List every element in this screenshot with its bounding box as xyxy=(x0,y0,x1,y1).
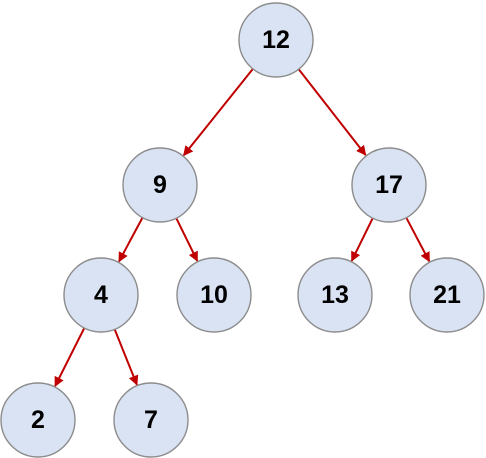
edges xyxy=(54,68,431,387)
edge-n12-to-n17 xyxy=(297,68,367,156)
tree-node-17: 17 xyxy=(351,147,427,223)
node-label: 21 xyxy=(433,281,461,309)
tree-node-4: 4 xyxy=(63,257,139,333)
edge-n4-to-n7 xyxy=(113,329,139,386)
edge-n9-to-n10 xyxy=(175,217,199,262)
node-circle xyxy=(409,257,485,333)
node-circle xyxy=(63,257,139,333)
node-label: 7 xyxy=(144,406,158,434)
tree-node-21: 21 xyxy=(409,257,485,333)
node-circle xyxy=(238,2,314,78)
node-circle xyxy=(0,382,76,458)
node-label: 10 xyxy=(200,281,228,309)
node-circle xyxy=(351,147,427,223)
edge-n17-to-n21 xyxy=(405,217,431,263)
tree-node-12: 12 xyxy=(238,2,314,78)
node-circle xyxy=(176,257,252,333)
edge-n9-to-n4 xyxy=(118,217,144,263)
node-circle xyxy=(113,382,189,458)
tree-node-13: 13 xyxy=(297,257,373,333)
node-circle xyxy=(297,257,373,333)
node-label: 9 xyxy=(153,171,167,199)
node-label: 4 xyxy=(94,281,108,309)
node-label: 12 xyxy=(262,26,290,54)
node-circle xyxy=(122,147,198,223)
edge-n4-to-n2 xyxy=(54,327,86,387)
tree-node-7: 7 xyxy=(113,382,189,458)
edge-n17-to-n13 xyxy=(350,217,374,262)
tree-node-2: 2 xyxy=(0,382,76,458)
tree-node-10: 10 xyxy=(176,257,252,333)
node-label: 13 xyxy=(321,281,349,309)
edge-n12-to-n9 xyxy=(182,68,254,157)
tree-node-9: 9 xyxy=(122,147,198,223)
node-label: 17 xyxy=(375,171,403,199)
node-label: 2 xyxy=(31,406,45,434)
